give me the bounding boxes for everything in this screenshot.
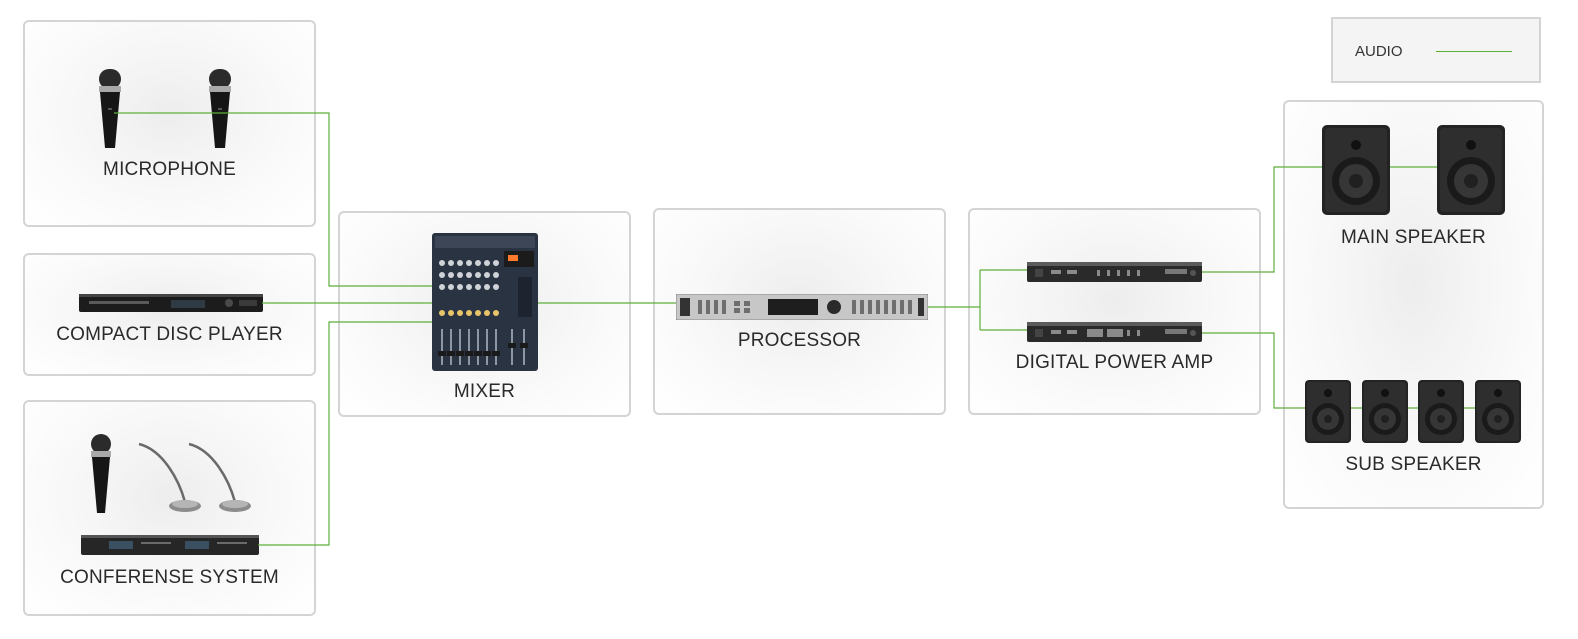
sub-speaker-icon xyxy=(1418,380,1464,443)
sub-speaker-icon xyxy=(1305,380,1351,443)
conference-system-icon xyxy=(81,535,259,555)
microphone-label: MICROPHONE xyxy=(103,159,236,180)
sub-speaker-icon xyxy=(1362,380,1408,443)
power-amp-icon xyxy=(1027,322,1202,342)
cd-player-icon xyxy=(79,294,263,312)
gooseneck-microphone-icon xyxy=(188,442,251,512)
legend-label: AUDIO xyxy=(1355,43,1403,60)
mixer-icon xyxy=(432,233,538,371)
main-speaker-icon xyxy=(1437,125,1505,215)
cd-player-box: COMPACT DISC PLAYER xyxy=(23,253,316,376)
power-amp-icon xyxy=(1027,262,1202,282)
conference-label: CONFERENSE SYSTEM xyxy=(60,567,279,588)
processor-icon xyxy=(676,294,928,320)
mixer-label: MIXER xyxy=(453,381,516,402)
power-amp-box: DIGITAL POWER AMP xyxy=(968,208,1261,415)
microphone-icon xyxy=(209,69,231,148)
cd-player-label: COMPACT DISC PLAYER xyxy=(56,324,283,345)
power-amp-label: DIGITAL POWER AMP xyxy=(1015,352,1214,373)
main-speaker-icon xyxy=(1322,125,1390,215)
microphone-icon xyxy=(99,69,121,148)
processor-label: PROCESSOR xyxy=(737,330,862,351)
handheld-microphone-icon xyxy=(91,434,111,513)
sub-speaker-icon xyxy=(1475,380,1521,443)
sub-speaker-label: SUB SPEAKER xyxy=(1345,454,1482,475)
microphone-box: MICROPHONE xyxy=(23,20,316,227)
legend-audio-line xyxy=(1436,51,1512,52)
main-speaker-label: MAIN SPEAKER xyxy=(1341,227,1486,248)
gooseneck-microphone-icon xyxy=(138,442,201,512)
legend: AUDIO xyxy=(1331,17,1541,83)
